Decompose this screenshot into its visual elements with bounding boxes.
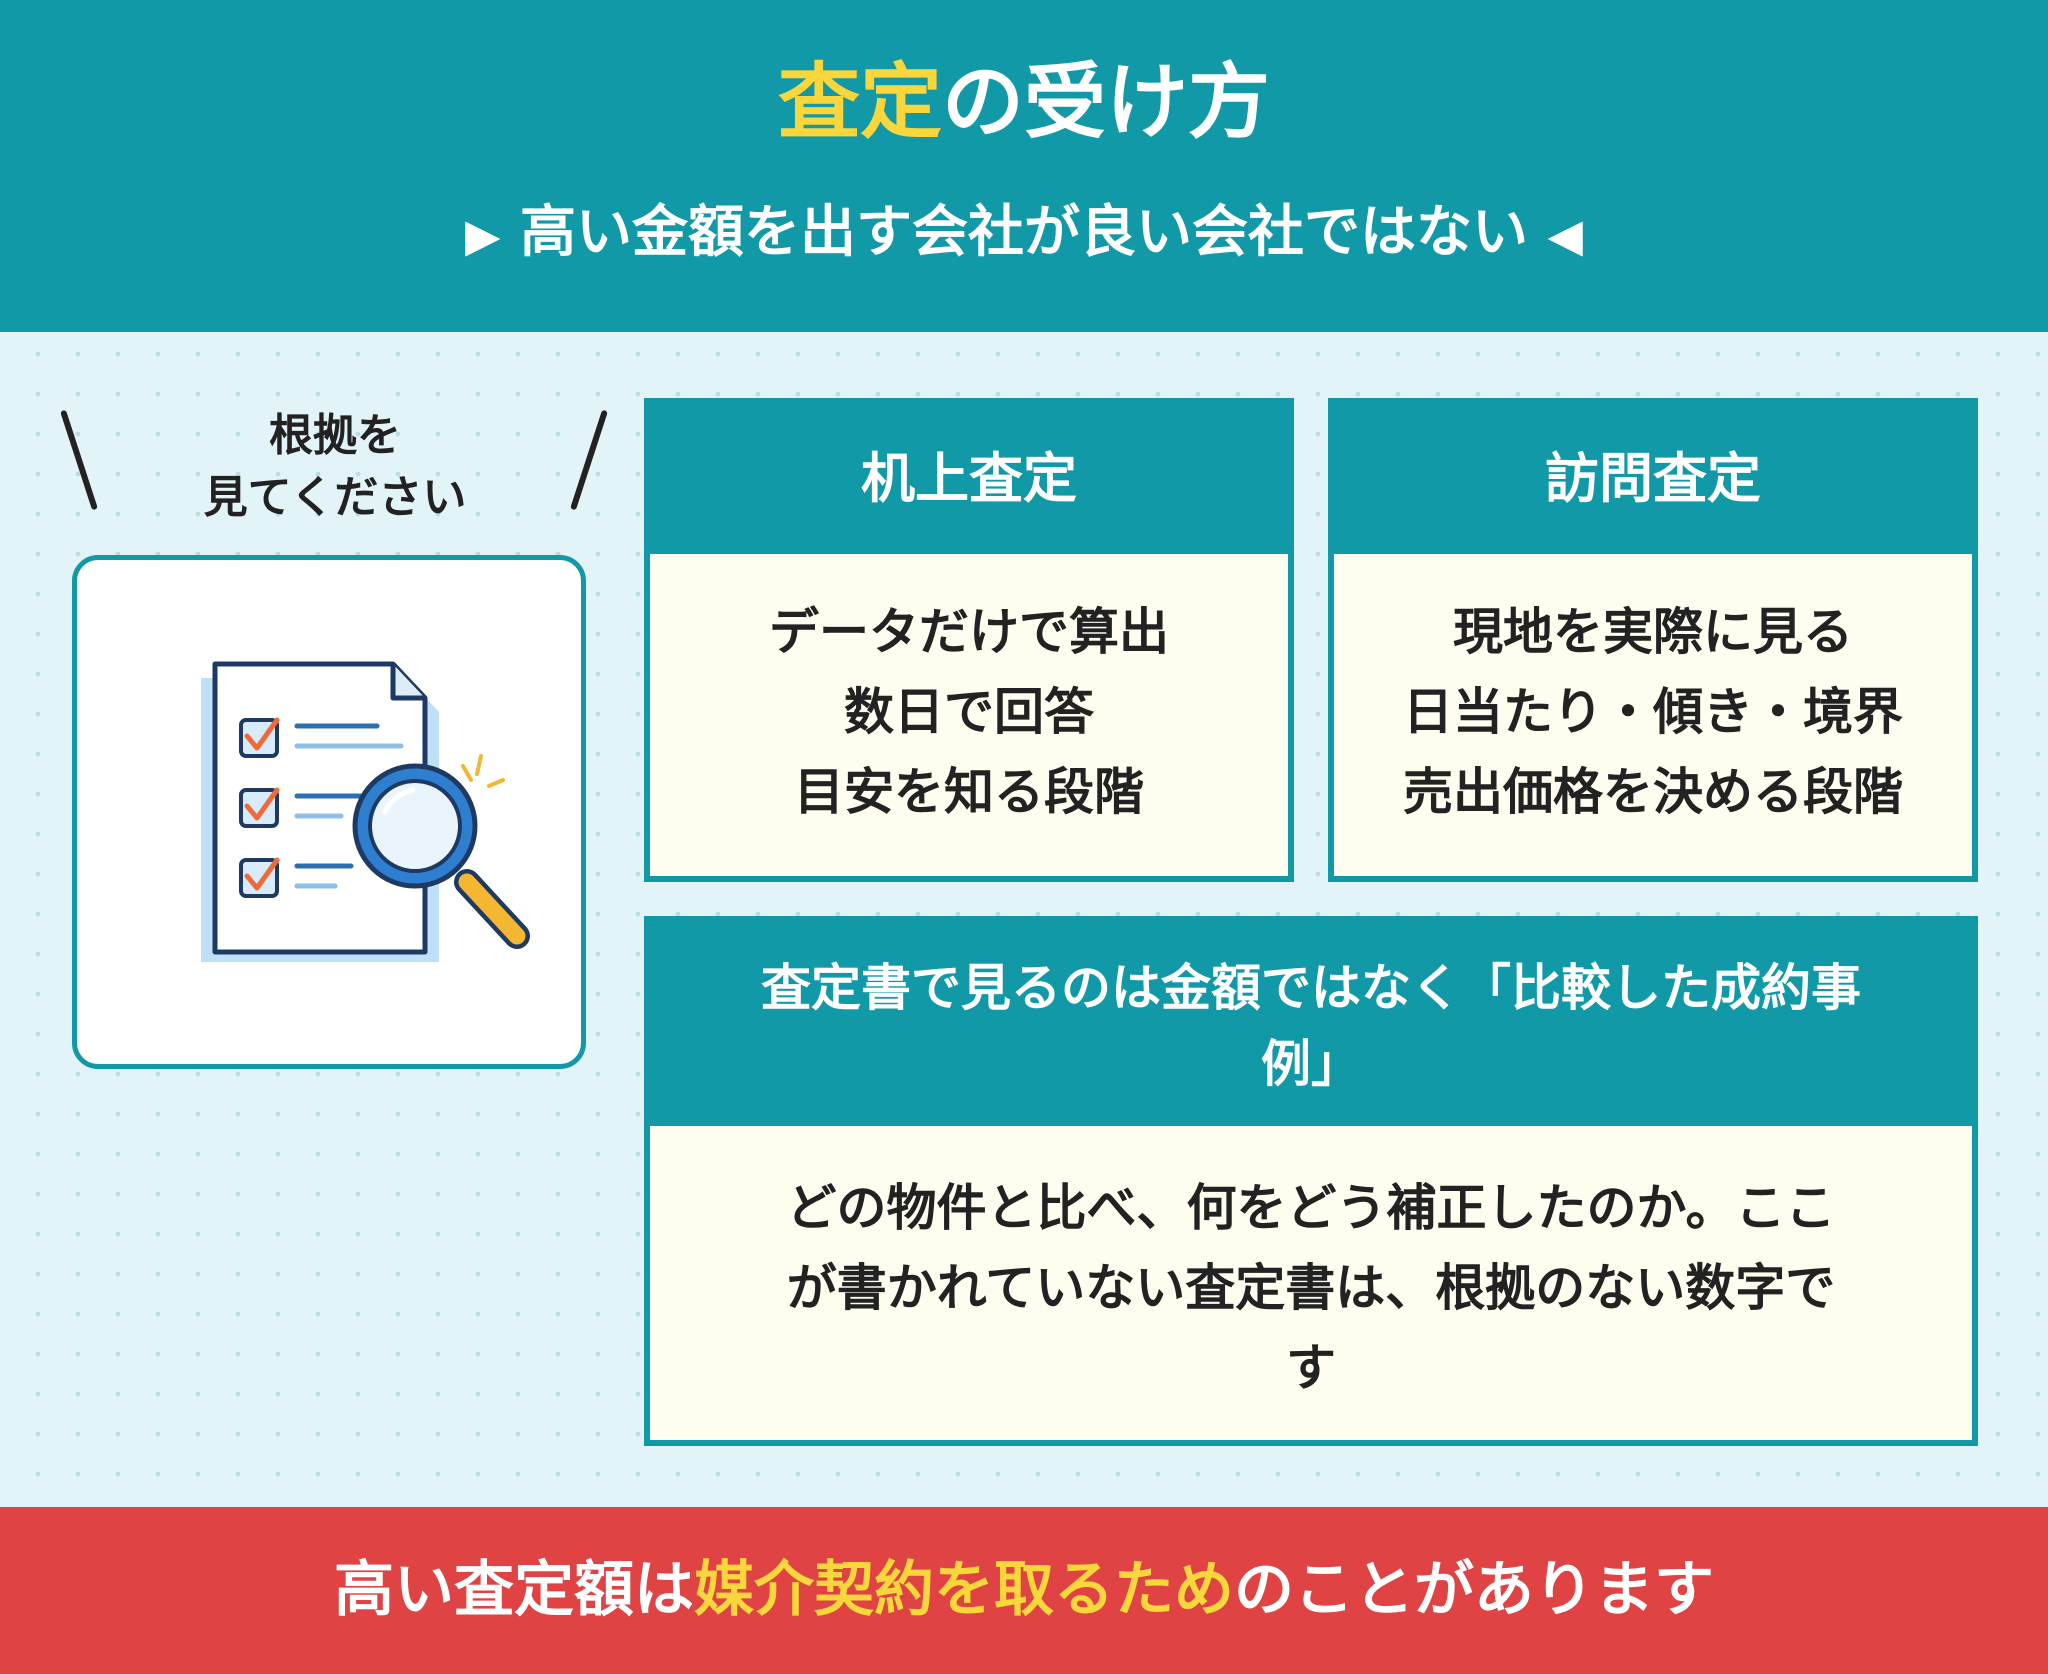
triangle-right-icon: ▶ xyxy=(465,208,501,262)
visit-appraisal-card: 訪問査定 現地を実際に見る 日当たり・傾き・境界 売出価格を決める段階 xyxy=(1328,398,1978,882)
page-title: 査定の受け方 xyxy=(0,62,2048,144)
triangle-left-icon: ◀ xyxy=(1547,208,1583,262)
footer-text-start: 高い査定額は xyxy=(334,1555,694,1625)
footer-text-end: のことがあります xyxy=(1234,1555,1714,1625)
card-line: 日当たり・傾き・境界 xyxy=(1403,683,1903,741)
side-label: 根拠を 見てください xyxy=(0,405,670,529)
illustration-card xyxy=(72,555,586,1069)
card-line: す xyxy=(1286,1339,1336,1397)
card-line: が書かれていない査定書は、根拠のない数字で xyxy=(786,1259,1836,1317)
card-line: 数日で回答 xyxy=(844,683,1094,741)
card-line: データだけで算出 xyxy=(769,603,1169,661)
desk-appraisal-card: 机上査定 データだけで算出 数日で回答 目安を知る段階 xyxy=(644,398,1294,882)
desk-appraisal-title: 机上査定 xyxy=(650,404,1288,554)
side-label-line: 見てください xyxy=(203,472,467,523)
report-card-body: どの物件と比べ、何をどう補正したのか。ここ が書かれていない査定書は、根拠のない… xyxy=(650,1126,1972,1408)
visit-appraisal-body: 現地を実際に見る 日当たり・傾き・境界 売出価格を決める段階 xyxy=(1334,554,1972,832)
document-magnifier-icon xyxy=(201,661,530,962)
card-line: 現地を実際に見る xyxy=(1453,603,1853,661)
report-title-line: 査定書で見るのは金額ではなく「比較した成約事 xyxy=(761,959,1861,1017)
card-line: どの物件と比べ、何をどう補正したのか。ここ xyxy=(786,1179,1836,1237)
title-accent: 査定 xyxy=(777,55,942,150)
header-banner: 査定の受け方 ▶ 高い金額を出す会社が良い会社ではない ◀ xyxy=(0,0,2048,332)
desk-appraisal-body: データだけで算出 数日で回答 目安を知る段階 xyxy=(650,554,1288,832)
card-line: 目安を知る段階 xyxy=(794,763,1144,821)
report-card-title: 査定書で見るのは金額ではなく「比較した成約事 例」 xyxy=(650,922,1972,1126)
title-rest: の受け方 xyxy=(942,55,1271,150)
footer-banner: 高い査定額は媒介契約を取るためのことがあります xyxy=(0,1507,2048,1674)
footer-highlight: 媒介契約を取るため xyxy=(694,1555,1234,1625)
card-line: 売出価格を決める段階 xyxy=(1403,763,1903,821)
report-card: 査定書で見るのは金額ではなく「比較した成約事 例」 どの物件と比べ、何をどう補正… xyxy=(644,916,1978,1446)
visit-appraisal-title: 訪問査定 xyxy=(1334,404,1972,554)
subtitle: ▶ 高い金額を出す会社が良い会社ではない ◀ xyxy=(0,205,2048,261)
report-title-line: 例」 xyxy=(1261,1035,1361,1093)
subtitle-text: 高い金額を出す会社が良い会社ではない xyxy=(520,200,1528,265)
side-label-line: 根拠を xyxy=(269,410,401,461)
